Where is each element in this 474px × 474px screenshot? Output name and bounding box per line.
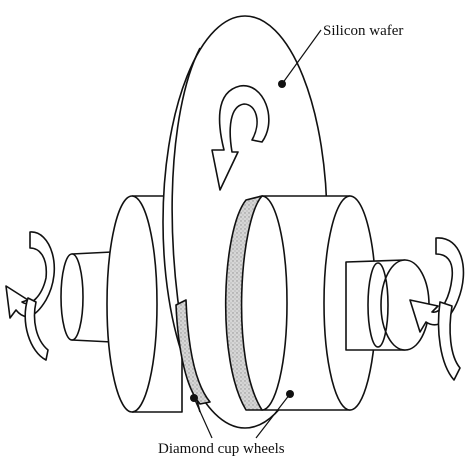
left-spindle bbox=[60, 251, 113, 343]
rotation-arrow-icon bbox=[409, 237, 465, 381]
rotation-arrow-icon bbox=[5, 231, 56, 361]
rotation-arrow-icon bbox=[211, 85, 270, 191]
wafer-leader-dot bbox=[278, 80, 286, 88]
wheel-leader-line-right bbox=[255, 393, 291, 439]
abrasive-rim bbox=[175, 195, 263, 411]
wafer-leader-line bbox=[281, 29, 322, 85]
silicon-wafer-label: Silicon wafer bbox=[323, 23, 404, 39]
wheel-leader-dot-left bbox=[190, 394, 198, 402]
diamond-cup-wheels-label: Diamond cup wheels bbox=[158, 441, 285, 457]
wheel-leader-dot-right bbox=[286, 390, 294, 398]
wheel-leader-line-left bbox=[193, 397, 213, 439]
